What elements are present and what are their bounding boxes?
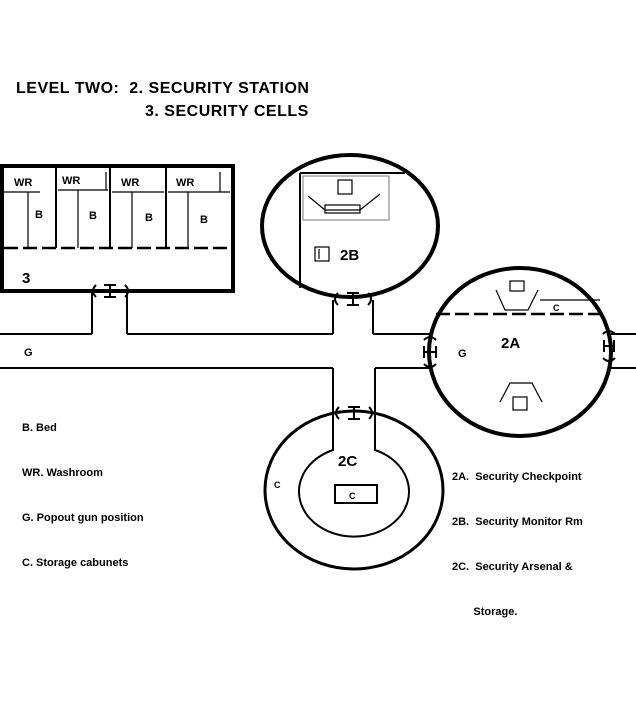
legend-room-2a: 2A. Security Checkpoint [452, 471, 582, 483]
checkpoint-room-wall [427, 266, 613, 438]
cell-2-washroom-label: WR [62, 175, 80, 187]
cell-3-bed-label: B [145, 212, 153, 224]
arsenal-room: C C 2C [263, 406, 445, 571]
checkpoint-top-desk [495, 289, 539, 311]
legend-room-2b: 2B. Security Monitor Rm [452, 516, 583, 528]
legend-room-2c-continued: Storage. [452, 606, 518, 618]
cell-3-washroom-label: WR [121, 177, 139, 189]
arsenal-storage-cabinet [334, 484, 378, 504]
security-cells-room: WR WR WR WR B B B B 3 [0, 164, 235, 293]
monitor-storage-icon [314, 246, 330, 262]
cell-2-bed-label: B [89, 210, 97, 222]
corridors: G [0, 292, 430, 407]
monitor-chair-icon [337, 179, 353, 195]
monitor-room-label: 2B [340, 247, 359, 264]
map-title-line-2: 3. SECURITY CELLS [145, 103, 309, 120]
legend-item-washroom: WR. Washroom [22, 467, 103, 479]
cell-4-washroom-label: WR [176, 177, 194, 189]
checkpoint-east-door-icon [602, 330, 616, 362]
checkpoint-room: C 2A G [423, 266, 636, 438]
cell-1-bed-label: B [35, 209, 43, 221]
checkpoint-bottom-chair-icon [512, 396, 528, 411]
checkpoint-storage-marker: C [553, 303, 560, 313]
corridor-gun-marker: G [24, 347, 33, 359]
legend-key: B. Bed WR. Washroom G. Popout gun positi… [22, 391, 144, 586]
legend-item-storage: C. Storage cabunets [22, 557, 129, 569]
legend-room-2c: 2C. Security Arsenal & [452, 561, 573, 573]
checkpoint-bottom-desk [499, 382, 543, 403]
cells-room-label: 3 [22, 270, 30, 287]
arsenal-outer-wall [263, 409, 445, 571]
monitor-room-wall [260, 153, 440, 299]
cell-4-bed-label: B [200, 214, 208, 226]
legend-rooms: 2A. Security Checkpoint 2B. Security Mon… [452, 440, 583, 635]
legend-item-bed: B. Bed [22, 422, 57, 434]
monitor-console-area [302, 175, 390, 221]
cell-1-washroom-label: WR [14, 177, 32, 189]
monitor-console-desk [307, 193, 381, 211]
checkpoint-top-chair-icon [509, 280, 525, 292]
arsenal-door-icon [335, 406, 373, 420]
cells-door-icon [92, 284, 129, 298]
checkpoint-room-label: 2A [501, 335, 520, 352]
monitor-room-door-icon [334, 292, 372, 306]
arsenal-room-label: 2C [338, 453, 357, 470]
arsenal-center-storage-marker: C [349, 491, 356, 501]
map-title-line-1: LEVEL TWO: 2. SECURITY STATION [16, 80, 310, 97]
cells-outer-wall [0, 164, 235, 293]
checkpoint-west-door-icon [423, 336, 437, 368]
arsenal-ring-storage-marker: C [274, 480, 281, 490]
checkpoint-gun-marker: G [458, 348, 467, 360]
monitor-room: 2B [260, 153, 440, 306]
legend-item-gun: G. Popout gun position [22, 512, 144, 524]
arsenal-inner-wall [298, 407, 410, 538]
monitor-console-keyboard [324, 204, 361, 214]
